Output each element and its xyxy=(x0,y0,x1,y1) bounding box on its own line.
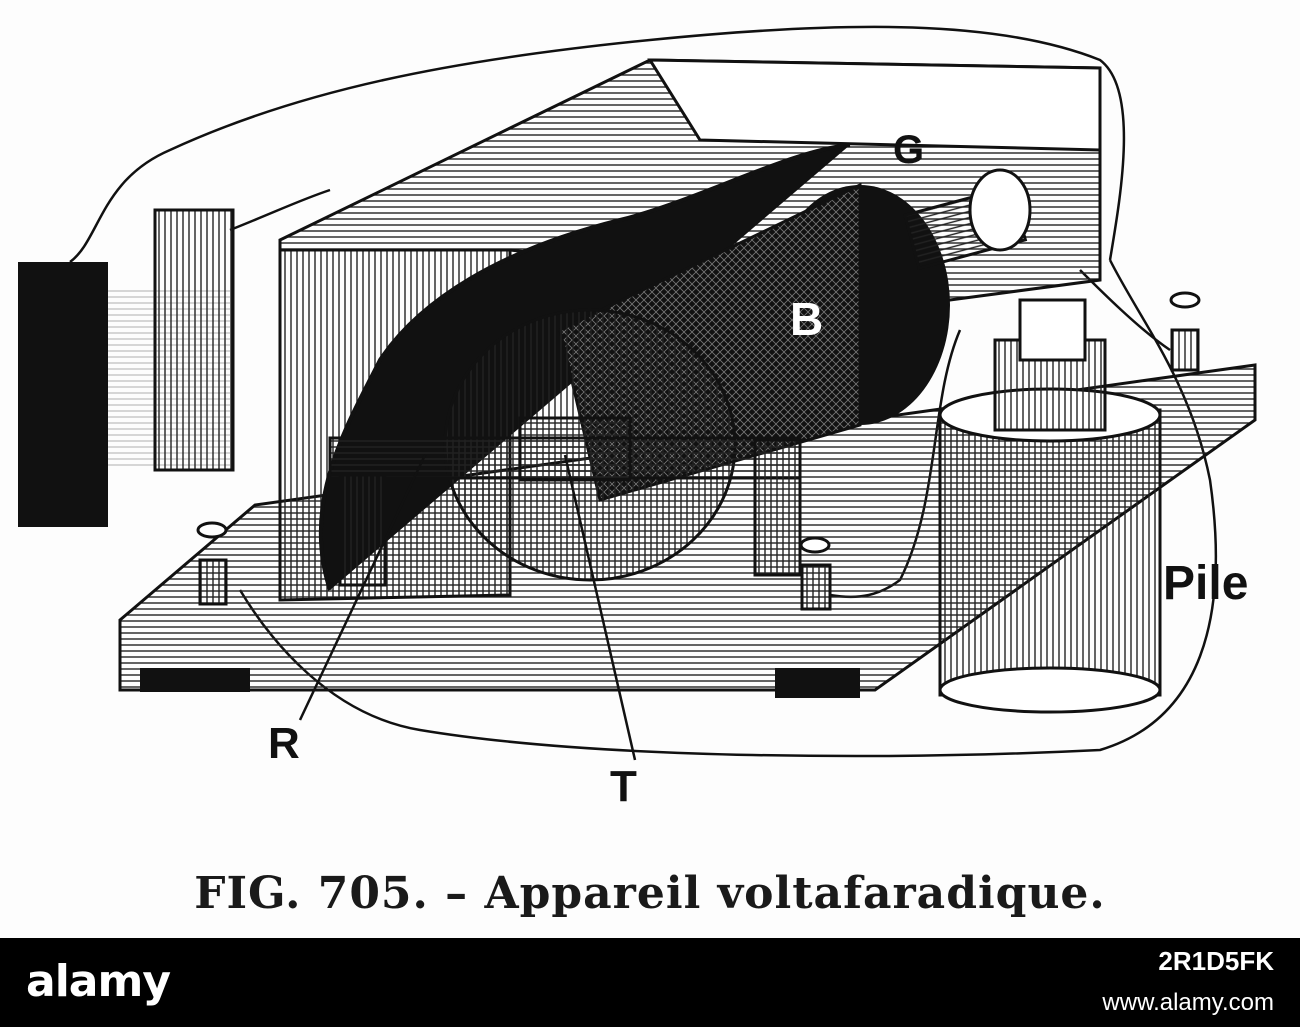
voltafaradic-apparatus-drawing xyxy=(18,25,1257,761)
label-r: R xyxy=(268,719,300,768)
stock-url: www.alamy.com xyxy=(1102,989,1274,1016)
figure-caption: FIG. 705. – Appareil voltafaradique. xyxy=(194,868,1106,919)
alamy-logo: alamy xyxy=(26,956,171,1007)
label-g: G xyxy=(893,128,925,172)
battery-cell xyxy=(938,408,1162,697)
image-id: 2R1D5FK xyxy=(1158,946,1274,976)
label-pile: Pile xyxy=(1163,557,1249,610)
label-b: B xyxy=(790,293,824,345)
engraving-figure: G B R T Pile FIG. 705. – Appareil voltaf… xyxy=(18,25,1257,919)
contact-block xyxy=(518,416,632,482)
stock-info: 2R1D5FK www.alamy.com xyxy=(1102,946,1274,1017)
electrode-handle-left xyxy=(18,262,108,527)
label-t: T xyxy=(610,762,637,811)
stock-watermark-bar: alamy 2R1D5FK www.alamy.com xyxy=(0,938,1300,1027)
